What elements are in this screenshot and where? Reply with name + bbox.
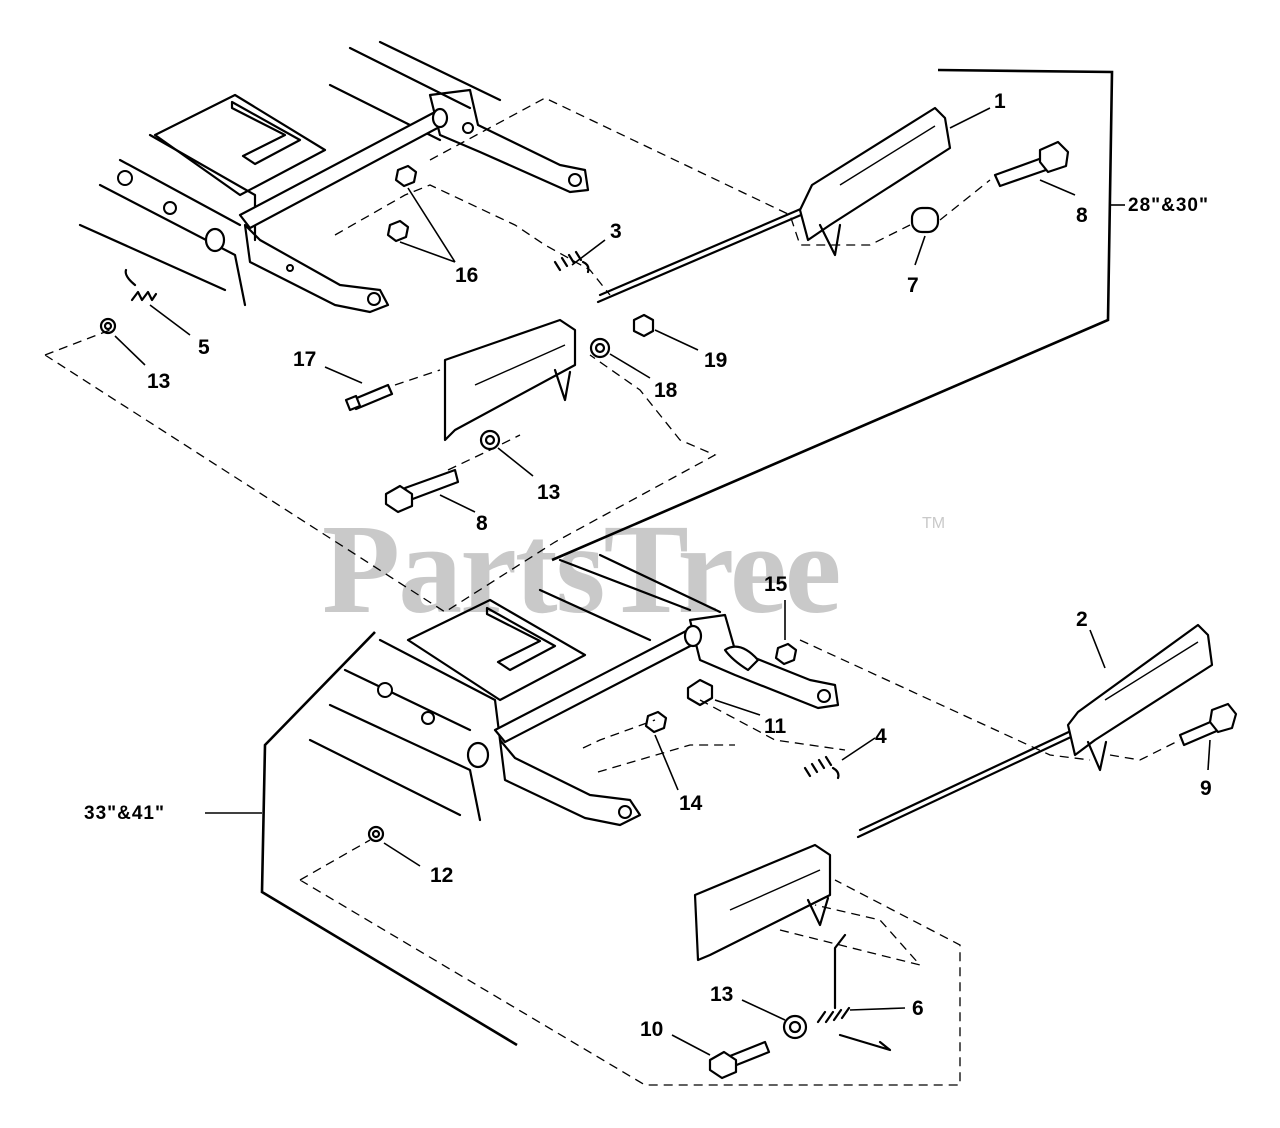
upper-assembly: [44, 40, 1114, 613]
upper-rear-arm: [428, 88, 590, 194]
lower-deck-rail: [538, 553, 722, 642]
nut-15: [774, 642, 798, 666]
lower-bracket-slot: [485, 606, 557, 672]
bolt-8-right: [993, 156, 1048, 188]
lower-spring-6: [816, 1006, 851, 1024]
callout-5: 5: [198, 336, 210, 359]
upper-lower-plate: [443, 318, 577, 442]
lower-deck-edge: [308, 638, 502, 822]
callout-9: 9: [1200, 777, 1212, 800]
upper-spring-3: [553, 250, 590, 274]
size-group-upper: 28"&30": [1128, 195, 1209, 216]
upper-spring-5: [130, 290, 158, 302]
lower-rear-arm: [688, 613, 840, 710]
lower-drag-link: [858, 720, 1092, 832]
upper-deck-edge: [78, 133, 257, 307]
size-group-lower: 33"&41": [84, 803, 165, 824]
upper-front-arm: [243, 223, 390, 314]
upper-link-plate-1: [798, 106, 952, 242]
nut-16-b: [386, 219, 410, 243]
leader-lines: [114, 107, 1211, 1056]
lower-group-bracket: [260, 631, 518, 1047]
lower-link-plate-2: [1066, 623, 1214, 757]
callout-12: 12: [430, 864, 453, 887]
lower-bracket-plate: [406, 598, 587, 702]
callout-13: 13: [147, 370, 170, 393]
callout-2: 2: [1076, 608, 1088, 631]
lower-lower-plate: [693, 843, 832, 962]
callout-4: 4: [875, 725, 887, 748]
nut-14: [644, 710, 668, 734]
callout-16: 16: [455, 264, 478, 287]
nut-11: [686, 678, 714, 707]
lower-assembly: [260, 553, 1238, 1086]
lower-front-arm: [498, 738, 642, 827]
callout-8: 8: [1076, 204, 1088, 227]
callout-11: 11: [764, 715, 787, 738]
callout-13: 13: [710, 983, 733, 1006]
callout-13: 13: [537, 481, 560, 504]
callout-3: 3: [610, 220, 622, 243]
callout-7: 7: [907, 274, 919, 297]
callout-15: 15: [764, 573, 788, 596]
upper-bracket-slot: [230, 100, 302, 166]
callout-17: 17: [293, 348, 316, 371]
nut-19: [632, 313, 655, 338]
upper-bracket-plate: [153, 93, 327, 197]
watermark-trademark: TM: [922, 515, 945, 532]
callout-18: 18: [654, 379, 678, 402]
lower-spring-4: [803, 755, 840, 780]
callout-14: 14: [679, 792, 703, 815]
callout-labels: 1 8 7 3 16 5 13 17 18 19 13 8 28"&30" 2 …: [84, 90, 1212, 1041]
callout-8: 8: [476, 512, 488, 535]
upper-group-bracket: [551, 68, 1114, 562]
callout-1: 1: [994, 90, 1006, 113]
callout-19: 19: [704, 349, 727, 372]
callout-6: 6: [912, 997, 924, 1020]
spacer-7: [910, 206, 940, 234]
callout-10: 10: [640, 1018, 663, 1041]
nut-16-a: [394, 164, 418, 188]
